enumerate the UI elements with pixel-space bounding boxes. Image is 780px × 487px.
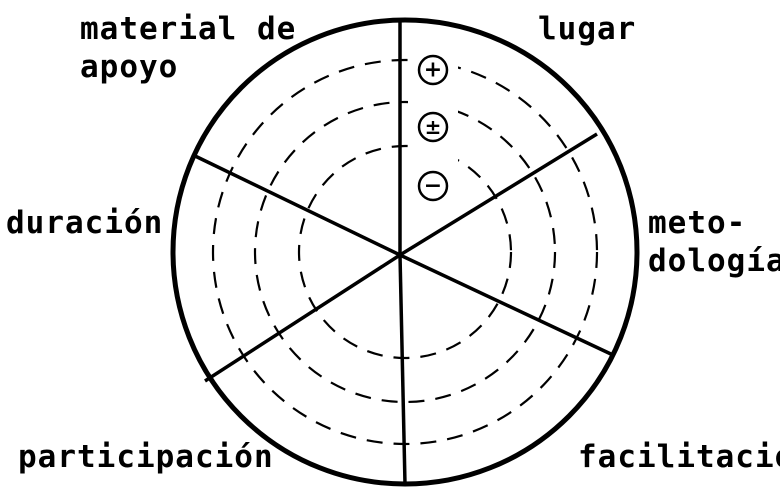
segment-label-participacion: participación [18, 438, 274, 476]
plus-minus-symbol-text: ± [425, 115, 442, 139]
segment-label-material-de-apoyo: material de apoyo [80, 10, 296, 86]
segment-label-line: apoyo [80, 49, 179, 85]
dashed-ring-middle [253, 100, 557, 404]
segment-label-line: duración [6, 205, 164, 241]
divider-spoke-bottom [398, 254, 407, 485]
segment-label-line: dología [648, 243, 780, 279]
plus-minus-symbol-icon: ± [417, 111, 449, 143]
divider-spoke-lower-left [204, 253, 401, 383]
plus-symbol-text: + [424, 58, 442, 83]
minus-symbol-icon: − [417, 170, 449, 202]
segment-label-metodologia: meto- dología [648, 204, 780, 280]
dashed-ring-inner [297, 144, 513, 360]
plus-symbol-icon: + [417, 54, 449, 86]
segment-label-line: meto- [648, 205, 747, 241]
segment-label-duracion: duración [6, 204, 163, 242]
divider-spoke-lower-right [399, 253, 614, 357]
minus-symbol-text: − [424, 174, 442, 199]
divider-spoke-upper-right [399, 132, 598, 257]
segment-label-line: material de [80, 11, 297, 47]
segment-label-line: participación [18, 439, 274, 475]
segment-label-line: facilitación [578, 439, 780, 475]
divider-spoke-upper-left [192, 153, 401, 257]
segment-label-lugar: lugar [538, 10, 636, 48]
segment-label-facilitacion: facilitación [578, 438, 780, 476]
segment-label-line: lugar [538, 11, 637, 47]
